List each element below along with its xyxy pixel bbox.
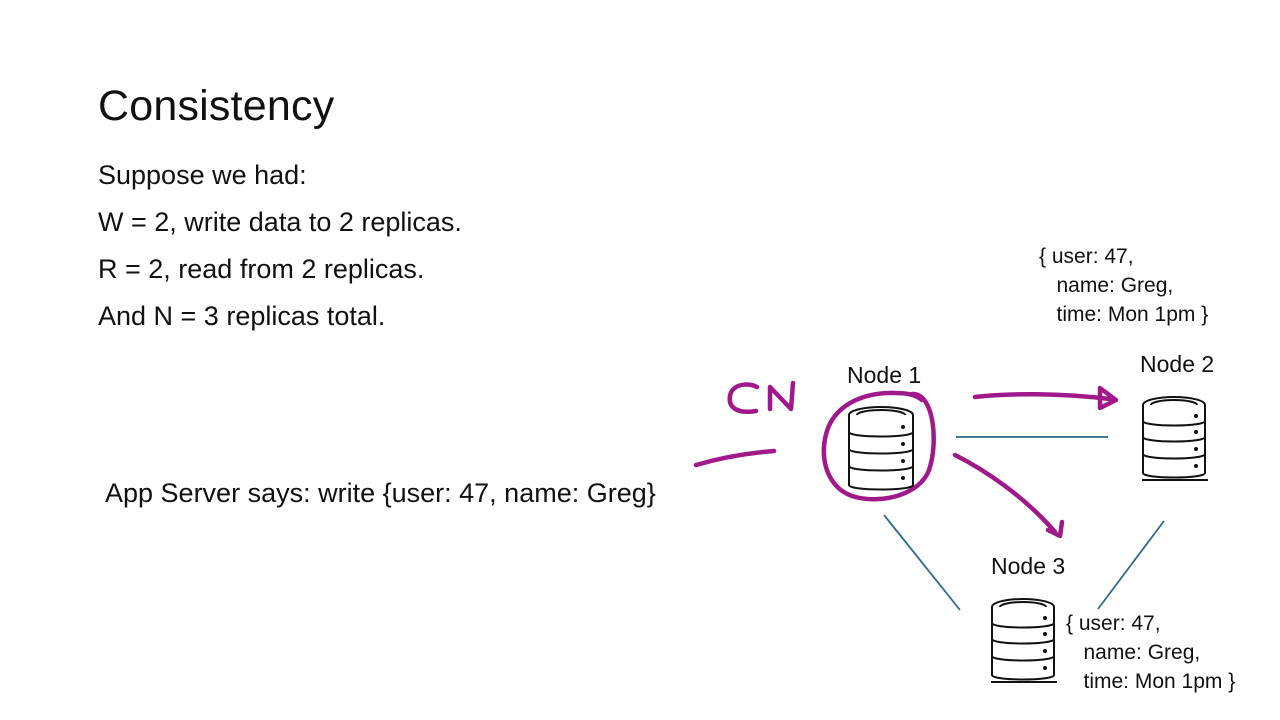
bullet-item: And N = 3 replicas total. bbox=[98, 301, 386, 331]
app-server-request: App Server says: write {user: 47, name: … bbox=[105, 478, 656, 508]
node1-label: Node 1 bbox=[847, 362, 922, 388]
link-node1-node3 bbox=[883, 514, 961, 611]
ink-letter-n bbox=[767, 380, 796, 412]
ink-letter-c bbox=[727, 382, 760, 414]
node3-label: Node 3 bbox=[991, 553, 1066, 579]
database-server-icon bbox=[1142, 396, 1208, 481]
node2-label: Node 2 bbox=[1140, 351, 1215, 377]
ink-coordinator-circle bbox=[821, 390, 936, 502]
bullet-item: R = 2, read from 2 replicas. bbox=[98, 254, 425, 284]
bullet-item: Suppose we had: bbox=[98, 160, 307, 190]
bullet-list: Suppose we had: W = 2, write data to 2 r… bbox=[98, 158, 462, 346]
ink-arrow-node2 bbox=[972, 391, 1113, 402]
database-server-icon bbox=[848, 406, 914, 491]
node2-record: { user: 47, name: Greg, time: Mon 1pm } bbox=[1039, 245, 1209, 326]
link-node2-node3 bbox=[1097, 520, 1165, 610]
database-server-icon bbox=[991, 598, 1057, 683]
node3-record: { user: 47, name: Greg, time: Mon 1pm } bbox=[1066, 612, 1236, 693]
ink-arrow-node3 bbox=[952, 452, 1058, 535]
ink-request-stroke bbox=[693, 448, 777, 468]
bullet-item: W = 2, write data to 2 replicas. bbox=[98, 207, 462, 237]
slide-title: Consistency bbox=[98, 82, 335, 130]
ink-arrowhead-node2 bbox=[1097, 385, 1119, 411]
ink-arrowhead-node3 bbox=[1045, 519, 1065, 539]
